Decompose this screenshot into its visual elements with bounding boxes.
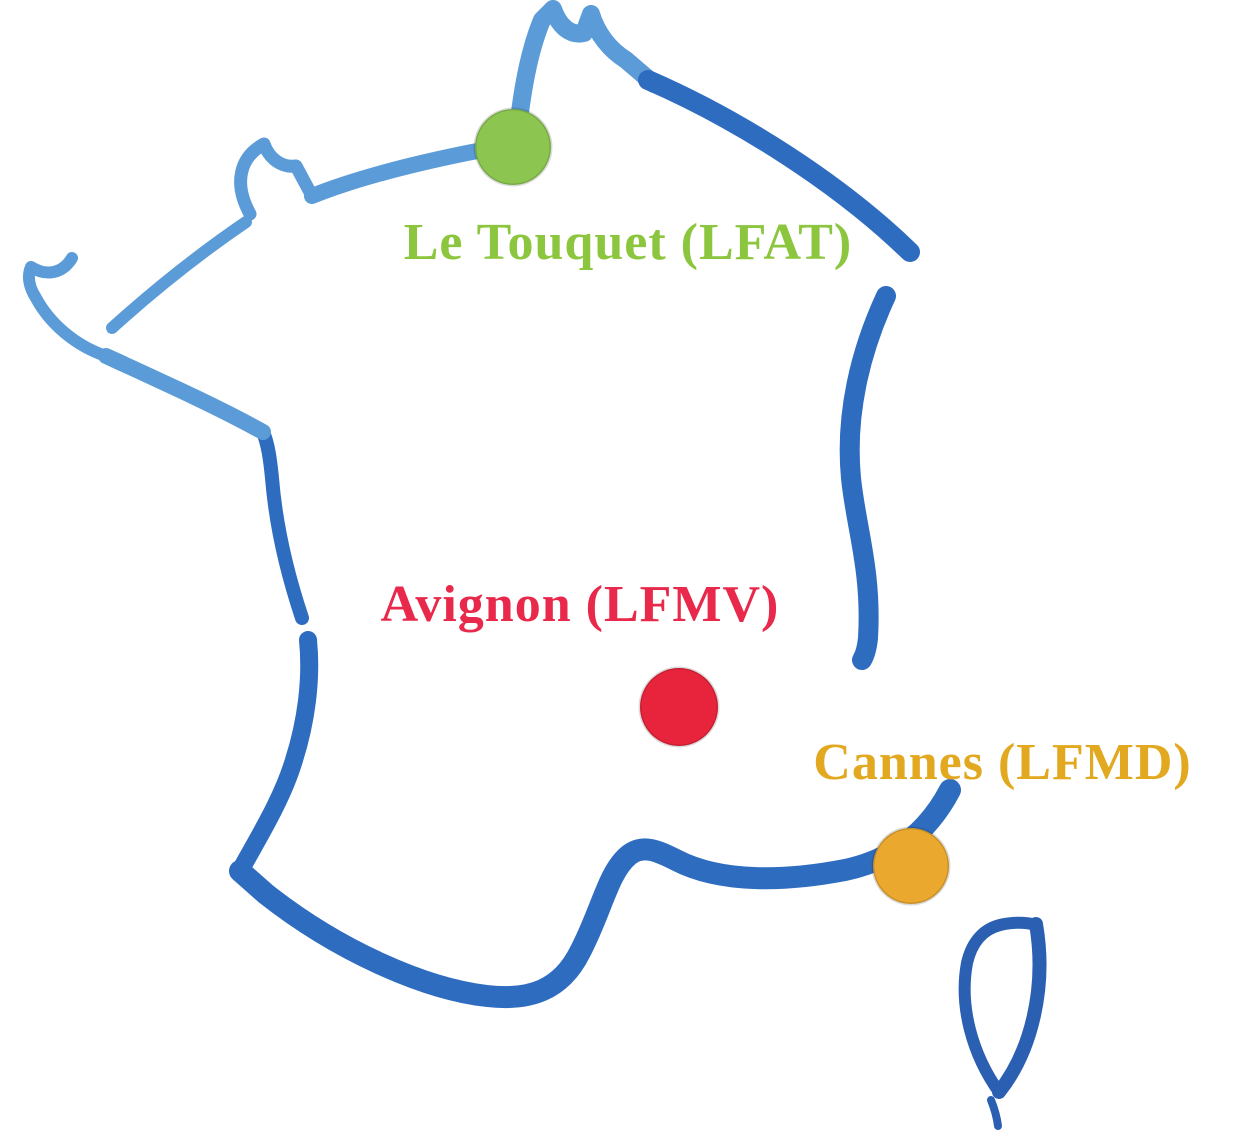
coast-west-lower-path: [231, 631, 319, 880]
marker-label-avignon: Avignon (LFMV): [380, 576, 780, 633]
marker-label-le-touquet: Le Touquet (LFAT): [403, 214, 853, 271]
marker-dot-cannes: [871, 826, 951, 906]
corsica-tip-path: [987, 1096, 1002, 1130]
france-outline: [22, 0, 961, 1009]
coast-brittany-north-path: [106, 216, 252, 334]
corsica-outline: [958, 916, 1047, 1130]
coast-west-upper-path: [256, 425, 309, 625]
coast-cotentin-path: [234, 137, 318, 221]
corsica-west-path: [958, 916, 1042, 1098]
coast-east-path: [839, 286, 896, 670]
coast-north-tip-path: [507, 0, 663, 155]
corsica-east-path: [992, 917, 1047, 1099]
marker-label-cannes: Cannes (LFMD): [813, 734, 1192, 791]
coast-riviera-south-path: [229, 779, 961, 1009]
coast-northeast-path: [638, 70, 920, 262]
coast-brittany-tip-path: [22, 252, 112, 362]
marker-dot-avignon: [638, 666, 720, 748]
coast-brittany-south-path: [98, 348, 271, 440]
marker-dot-le-touquet: [473, 107, 553, 187]
airport-markers: [473, 107, 951, 906]
